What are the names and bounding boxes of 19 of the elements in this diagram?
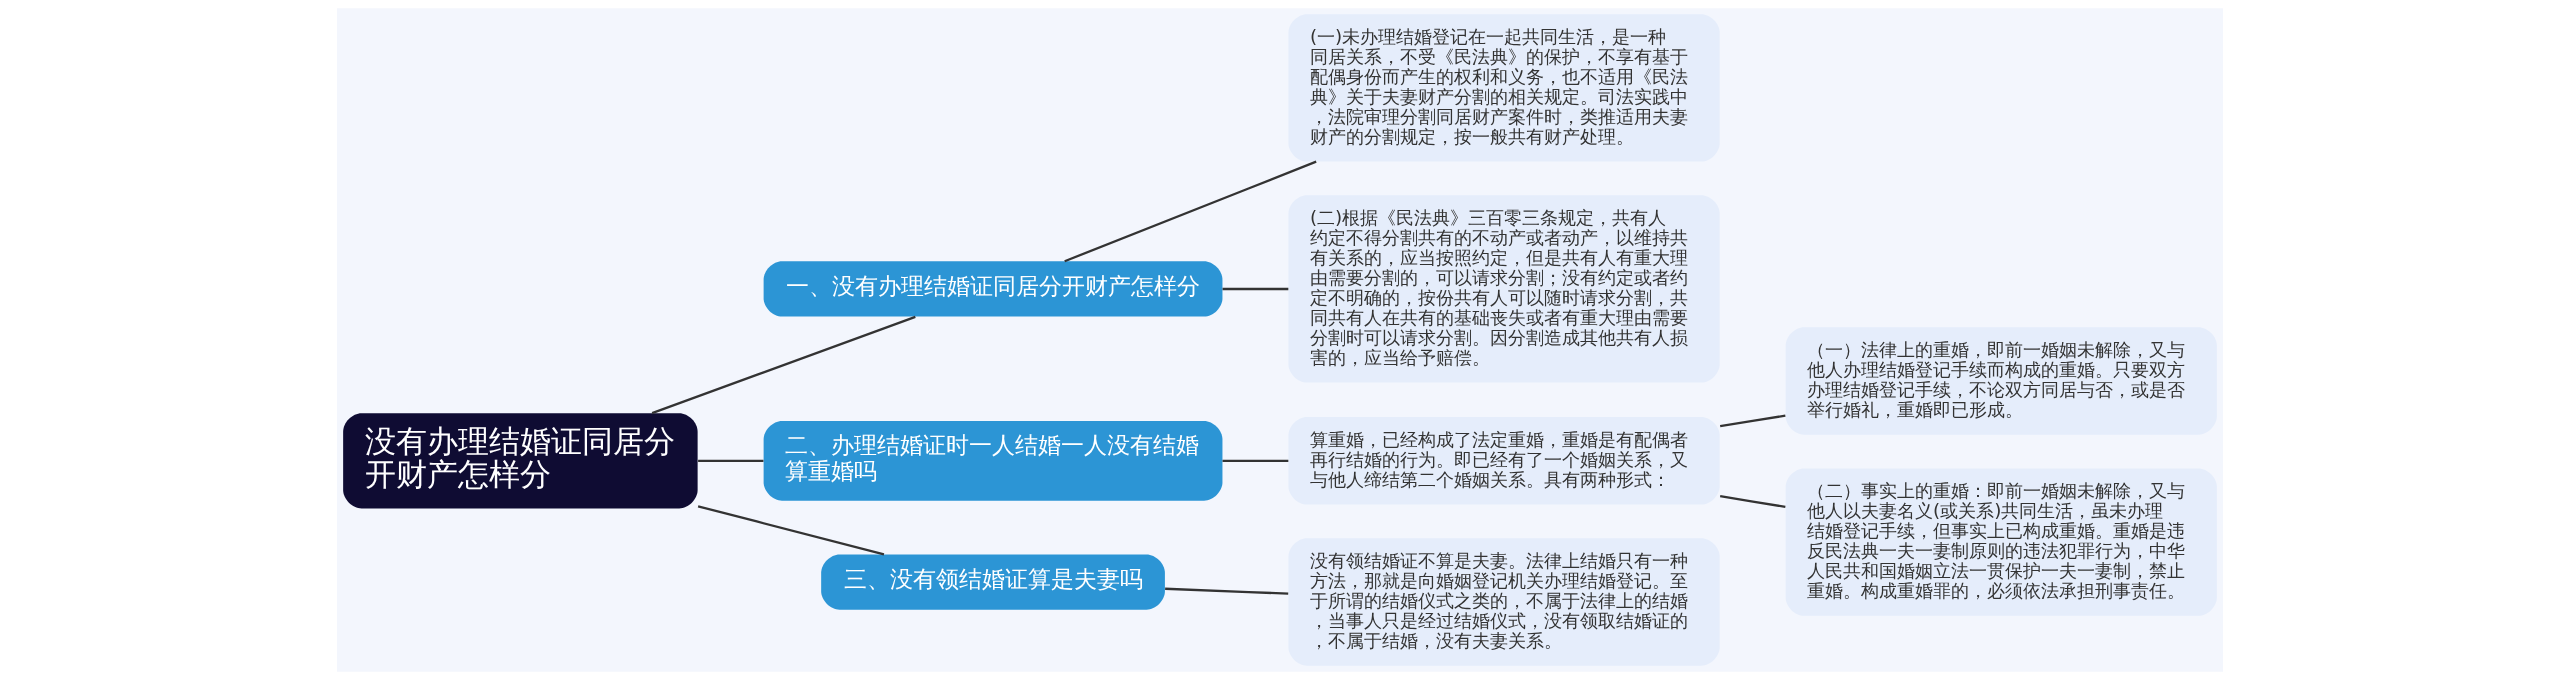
connector (697, 505, 885, 556)
connector (1222, 287, 1289, 291)
node-box: 没有领结婚证不算是夫妻。法律上结婚只有一种方法，那就是向婚姻登记机关办理结婚登记。至于所谓的结婚仪式之类的，不属于法律上的结婚，当事人只是经过结婚仪式，没有领取结婚证的，不属于结婚，没有夫妻关系。 (1288, 538, 1720, 666)
connector (1222, 459, 1289, 462)
node-box: 三、没有领结婚证算是夫妻吗 (821, 554, 1165, 610)
connector (1064, 160, 1317, 263)
connector (698, 459, 764, 462)
connector (1719, 495, 1786, 509)
node-box: （二）事实上的重婚：即前一婚姻未解除，又与他人以夫妻名义(或关系)共同生活，虽未办理结婚登记手续，但事实上已构成重婚。重婚是违反民法典一夫一妻制原则的违法犯罪行为，中华人民共和国婚姻立法一贯保护一夫一妻制，禁止重婚。构成重婚罪的，必须依法承担刑事责任。 (1785, 468, 2217, 616)
node-box: 没有办理结婚证同居分开财产怎样分 (343, 413, 698, 509)
connector (1165, 587, 1289, 595)
node-box: 二、办理结婚证时一人结婚一人没有结婚算重婚吗 (763, 420, 1223, 501)
node-box: （一）法律上的重婚，即前一婚姻未解除，又与他人办理结婚登记手续而构成的重婚。只要双方办理结婚登记手续，不论双方同居与否，或是否举行婚礼，重婚即已形成。 (1785, 327, 2217, 435)
connector (1719, 414, 1786, 428)
node-box: 算重婚，已经构成了法定重婚，重婚是有配偶者再行结婚的行为。即已经有了一个婚姻关系，又与他人缔结第二个婚姻关系。具有两种形式： (1288, 417, 1720, 505)
node-box: (一)未办理结婚登记在一起共同生活，是一种同居关系，不受《民法典》的保护，不享有基于配偶身份而产生的权利和义务，也不适用《民法典》关于夫妻财产分割的相关规定。司法实践中，法院审理分割同居财产案件时，类推适用夫妻财产的分割规定，按一般共有财产处理。 (1288, 14, 1720, 162)
connector (651, 315, 916, 415)
node-box: 一、没有办理结婚证同居分开财产怎样分 (763, 261, 1223, 317)
node-box: (二)根据《民法典》三百零三条规定，共有人约定不得分割共有的不动产或者动产，以维持共有关系的，应当按照约定，但是共有人有重大理由需要分割的，可以请求分割；没有约定或者约定不明确的，按份共有人可以随时请求分割，共同共有人在共有的基础丧失或者有重大理由需要分割时可以请求分割。因分割造成其他共有人损害的，应当给予赔偿。 (1288, 195, 1720, 383)
